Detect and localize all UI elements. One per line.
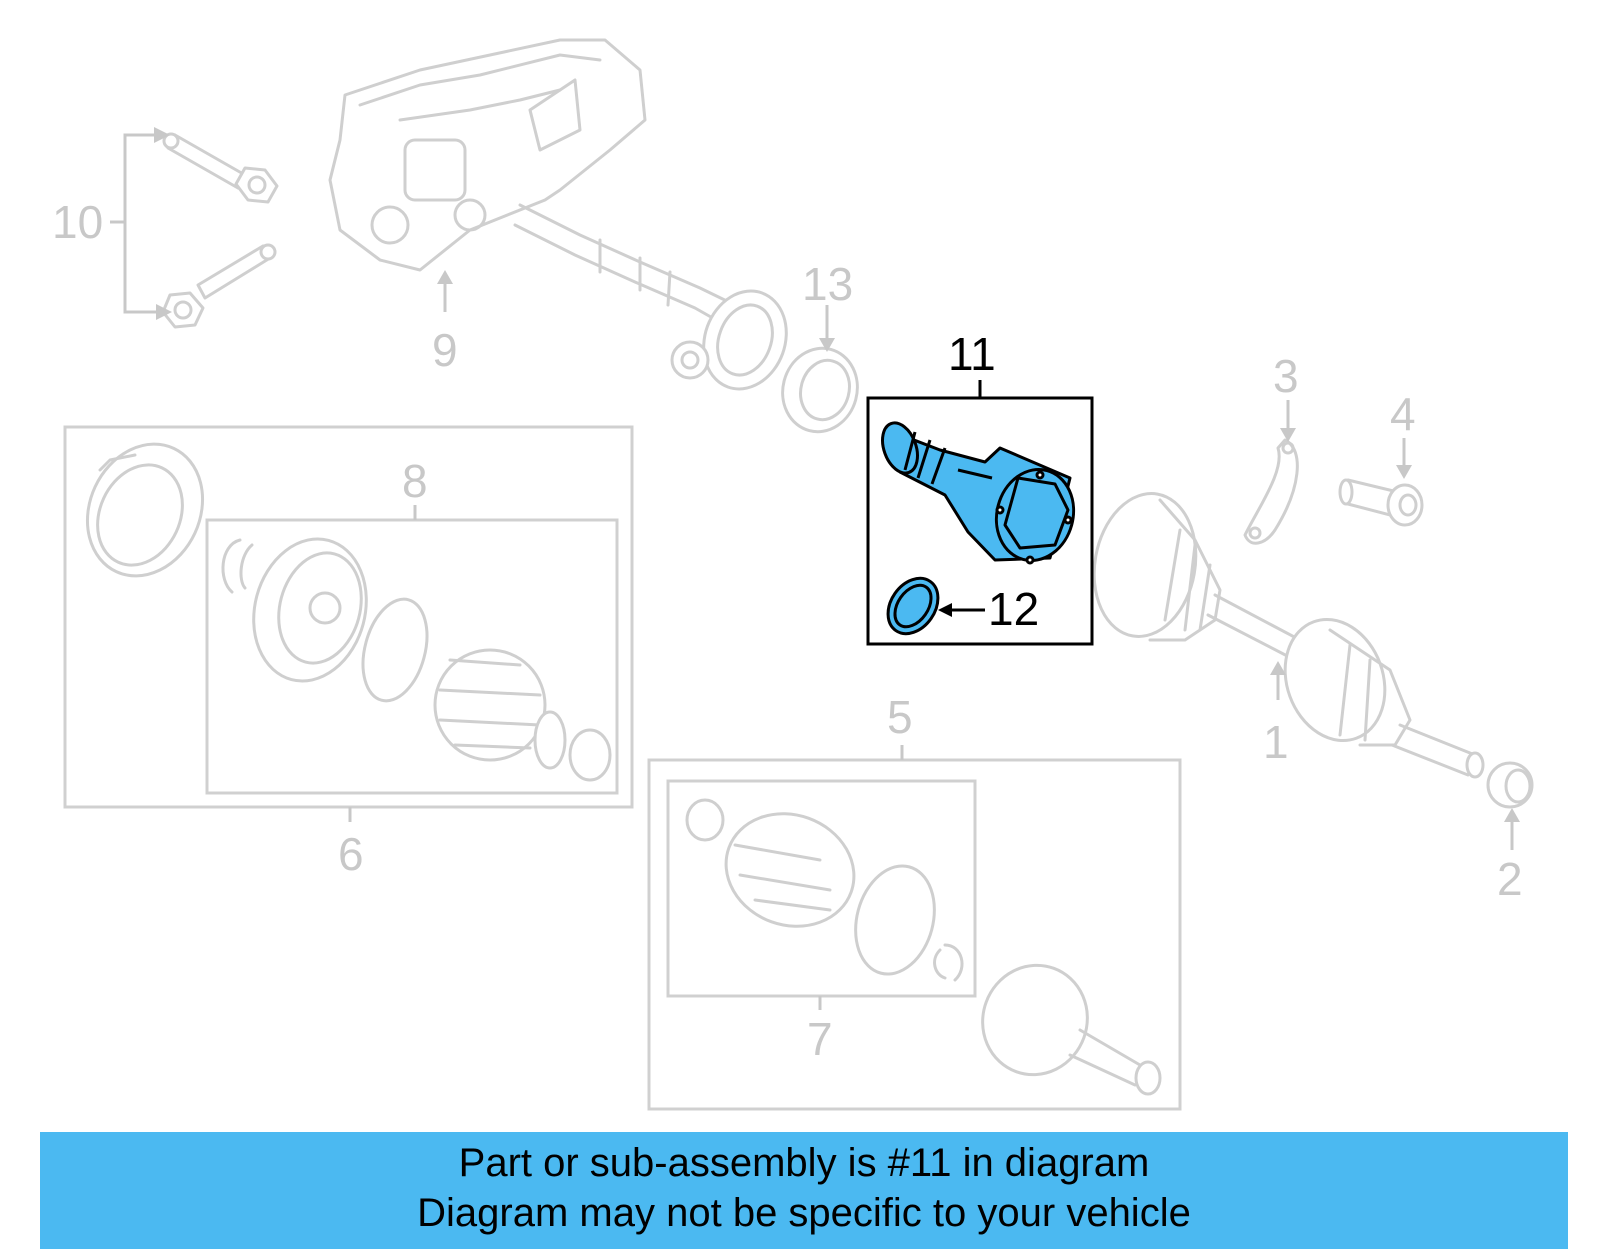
group-box-8 <box>205 518 619 795</box>
outer-joint-5[interactable] <box>967 951 1162 1096</box>
callout-4: 4 <box>1390 388 1416 440</box>
bolt-upper[interactable] <box>162 132 279 204</box>
arrow-to-12 <box>938 603 985 617</box>
callout-1: 1 <box>1263 716 1289 768</box>
bracket-10 <box>110 127 172 320</box>
outer-joint-6[interactable] <box>66 425 223 595</box>
callout-5: 5 <box>887 691 913 743</box>
parts-group-8[interactable] <box>221 526 612 782</box>
arrow-to-2 <box>1504 808 1520 850</box>
callout-3: 3 <box>1273 350 1299 402</box>
arrow-to-13 <box>819 305 835 352</box>
callout-10: 10 <box>52 196 103 248</box>
group-box-5 <box>647 758 1182 1111</box>
callout-9: 9 <box>432 324 458 376</box>
seal-13[interactable] <box>773 340 866 440</box>
arrow-to-4 <box>1396 438 1412 479</box>
arrow-to-9 <box>437 270 453 312</box>
o-ring-12[interactable] <box>878 569 948 643</box>
differential-housing[interactable] <box>328 38 800 401</box>
banner-line-2: Diagram may not be specific to your vehi… <box>417 1191 1191 1235</box>
bolt-4[interactable] <box>1338 478 1424 527</box>
stub-shaft-11[interactable] <box>876 418 1084 569</box>
banner-line-1: Part or sub-assembly is #11 in diagram <box>458 1141 1150 1185</box>
axle-shaft-1[interactable] <box>1083 485 1485 779</box>
callout-6: 6 <box>338 828 364 880</box>
bolt-lower[interactable] <box>161 243 277 329</box>
callout-12: 12 <box>988 583 1039 635</box>
parts-group-7[interactable] <box>685 796 964 983</box>
callout-8: 8 <box>402 455 428 507</box>
callout-13: 13 <box>802 258 853 310</box>
callout-7: 7 <box>807 1013 833 1065</box>
arrow-to-3 <box>1280 400 1296 442</box>
bracket-3[interactable] <box>1243 438 1299 545</box>
callout-2: 2 <box>1497 853 1523 905</box>
callout-11: 11 <box>948 328 996 380</box>
arrow-to-1 <box>1270 661 1286 700</box>
info-banner: Part or sub-assembly is #11 in diagram D… <box>40 1132 1568 1249</box>
nut-2[interactable] <box>1486 761 1534 809</box>
